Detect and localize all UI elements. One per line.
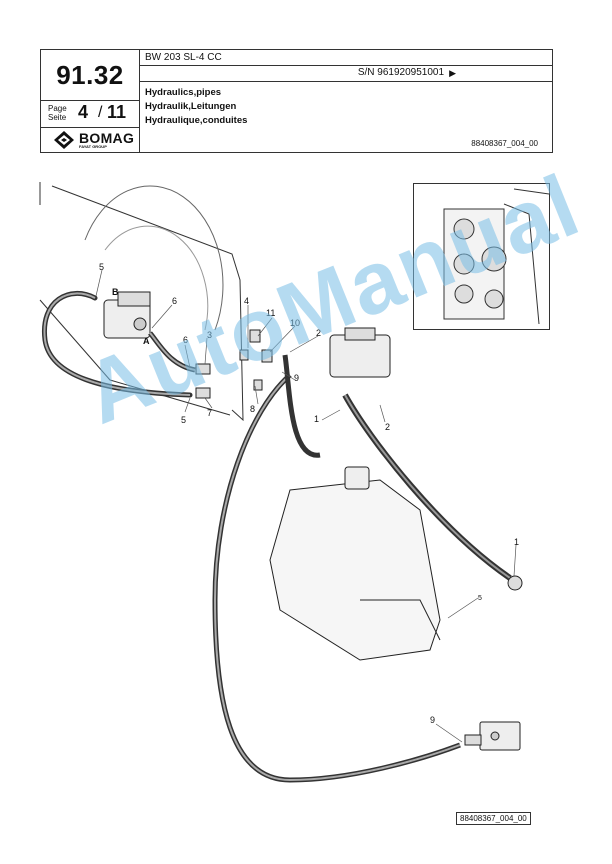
mounting-plate (39, 182, 244, 422)
callout-7: 7 (207, 408, 213, 418)
group-number: 91.32 (56, 60, 124, 90)
page-current: 4 (78, 102, 89, 122)
page-total: 11 (107, 102, 127, 122)
serial-number: S/N 961920951001 (357, 67, 444, 78)
title-de: Hydraulik,Leitungen (145, 101, 237, 112)
fan-ring (84, 185, 224, 331)
logo-text: BOMAG (79, 130, 135, 146)
detail-inset (413, 183, 550, 330)
titles: Hydraulics,pipes Hydraulik,Leitungen Hyd… (145, 86, 247, 128)
divider (41, 100, 139, 101)
header-block: 91.32 Page Seite 4 / 11 BOMAG FAYAT GROU… (40, 49, 553, 153)
callout-2: 2 (385, 422, 391, 432)
callout-1: 1 (514, 537, 520, 547)
model-name: BW 203 SL-4 CC (145, 52, 222, 63)
title-en: Hydraulics,pipes (145, 87, 222, 98)
divider (41, 127, 139, 128)
page-label-en: Page (48, 104, 67, 113)
pump-left (103, 291, 151, 339)
port-label-b: B (112, 287, 119, 297)
model-row: BW 203 SL-4 CC (139, 50, 552, 66)
page-label: Page Seite (48, 104, 67, 122)
callout-1: 1 (314, 414, 320, 424)
callout-9: 9 (294, 373, 300, 383)
page-separator: / (98, 104, 103, 121)
callout-3: 3 (207, 330, 213, 340)
leader-lines (95, 269, 517, 743)
page-label-de: Seite (48, 113, 67, 122)
pump-right (329, 327, 391, 378)
callout-5: 5 (99, 262, 105, 272)
callout-11: 11 (266, 308, 276, 318)
bomag-diamond-icon (54, 131, 74, 149)
port-label-a: A (143, 336, 150, 346)
bomag-logo: BOMAG FAYAT GROUP (53, 130, 135, 150)
header-drawing-id: 88408367_004_00 (471, 139, 538, 148)
footer-drawing-id: 88408367_004_00 (456, 812, 531, 825)
callout-6: 6 (183, 335, 189, 345)
callout-2: 2 (316, 328, 322, 338)
callout-9: 9 (430, 715, 436, 725)
fan-ring-inner (104, 225, 209, 331)
header-left-panel: 91.32 Page Seite 4 / 11 BOMAG FAYAT GROU… (41, 50, 140, 152)
callout-6: 6 (172, 296, 178, 306)
serial-arrow-icon: ▶ (449, 68, 456, 78)
inset-drawing (443, 188, 550, 325)
callout-5: 5 (478, 595, 482, 602)
hydraulic-tank (269, 466, 441, 661)
callout-8: 8 (250, 404, 256, 414)
hose-2 (282, 354, 321, 458)
valve-block (464, 721, 521, 751)
callout-10: 10 (290, 318, 301, 328)
callout-4: 4 (244, 296, 250, 306)
fittings (195, 329, 273, 399)
logo-subtext: FAYAT GROUP (79, 144, 107, 149)
callout-5: 5 (181, 415, 187, 425)
title-fr: Hydraulique,conduites (145, 115, 248, 126)
serial-row: S/N 961920951001 ▶ (139, 65, 552, 82)
